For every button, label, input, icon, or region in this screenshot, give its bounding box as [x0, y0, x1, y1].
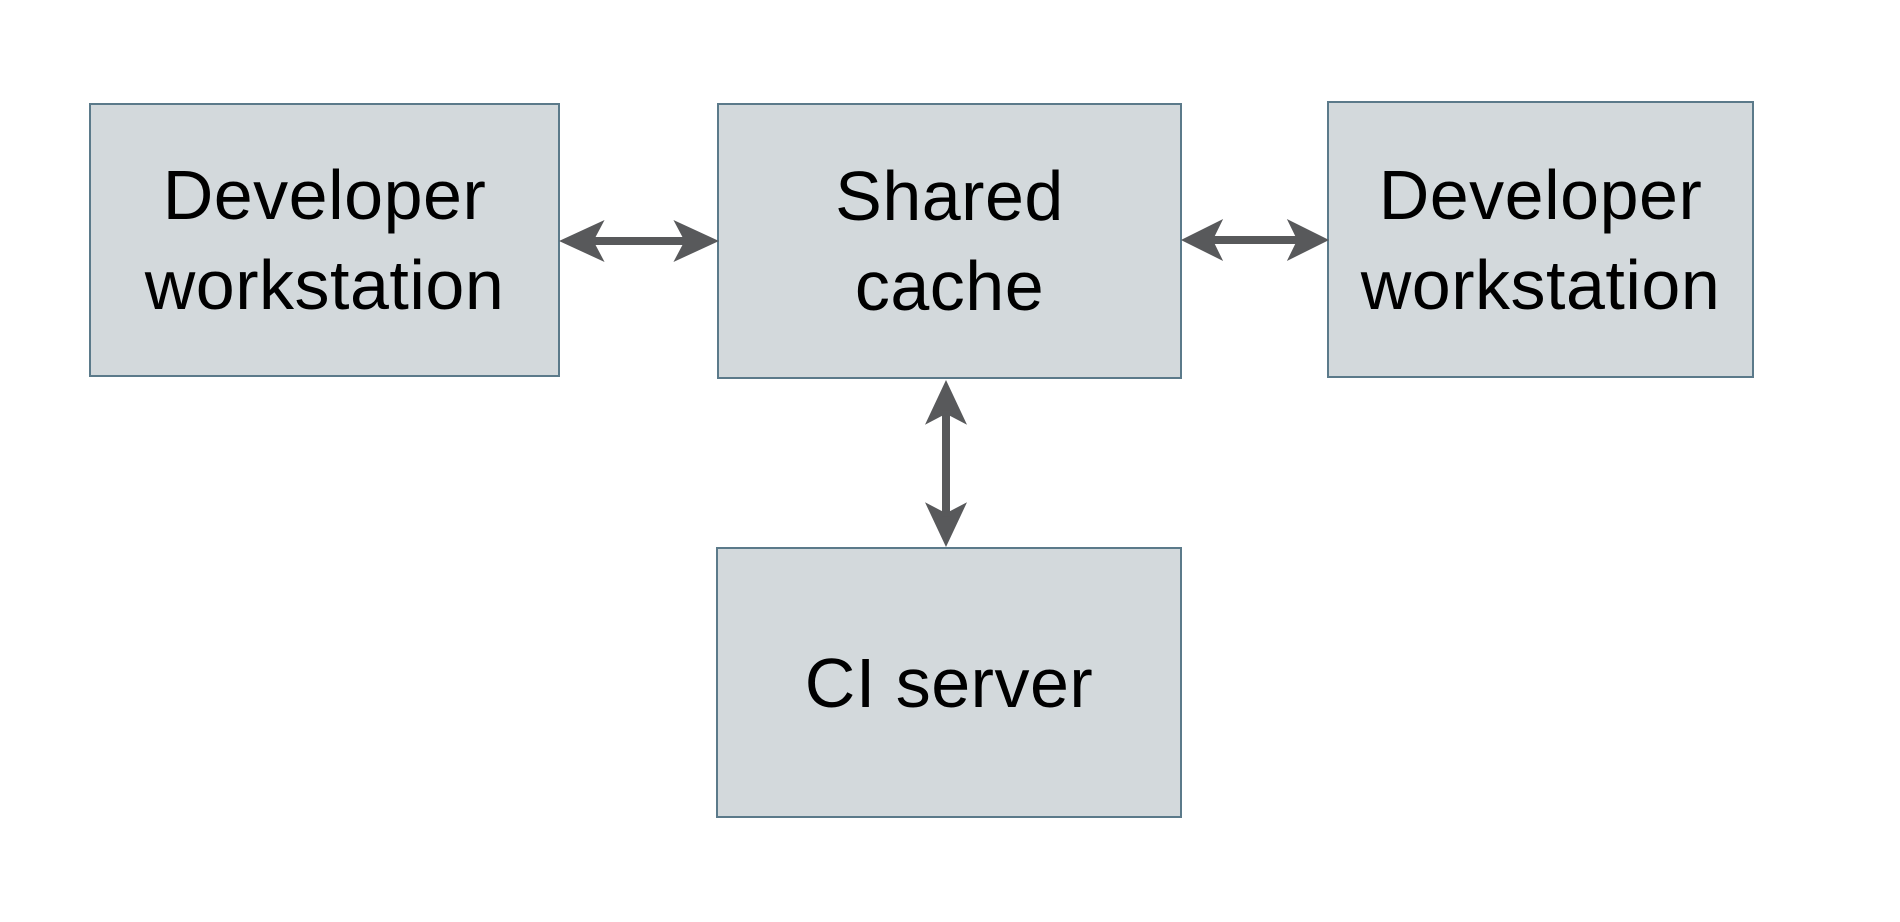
node-ci-server: CI server	[716, 547, 1182, 818]
node-label-line: cache	[854, 247, 1045, 325]
node-label-line: workstation	[144, 246, 505, 324]
double-arrow-icon	[1180, 219, 1330, 261]
node-label-line: workstation	[1360, 245, 1721, 324]
node-developer-workstation-right: Developer workstation	[1327, 101, 1754, 378]
node-developer-workstation-left: Developer workstation	[89, 103, 560, 377]
double-arrow-icon	[925, 379, 967, 548]
double-arrow-icon	[559, 220, 719, 262]
node-label-line: Shared	[835, 157, 1064, 235]
bidirectional-arrow-devleft-cache	[558, 219, 720, 263]
bidirectional-arrow-cache-ciserver	[924, 379, 968, 548]
node-label-line: Developer	[1378, 155, 1703, 234]
node-label-line: CI server	[804, 643, 1094, 722]
bidirectional-arrow-cache-devright	[1180, 218, 1330, 262]
node-label-line: Developer	[162, 156, 487, 234]
node-shared-cache: Shared cache	[717, 103, 1182, 379]
